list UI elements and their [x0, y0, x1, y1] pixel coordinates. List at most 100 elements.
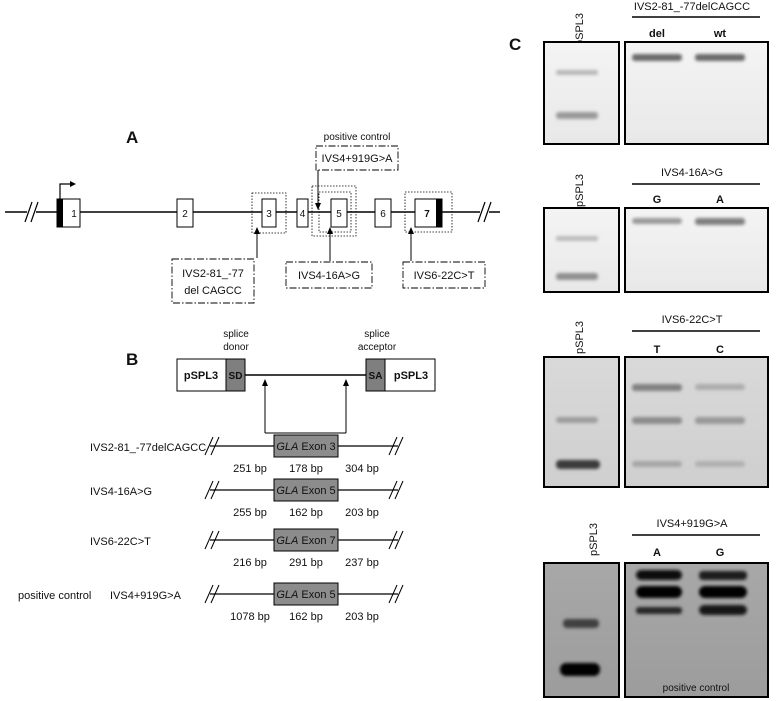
construct-label: IVS4+919G>A — [110, 590, 182, 602]
gel-band — [632, 54, 682, 61]
gel-pspl3-lane-label: pSPL3 — [574, 13, 586, 46]
left-intron-bp: 255 bp — [233, 507, 267, 519]
gel-lane-label: wt — [713, 28, 727, 40]
gel-band — [556, 112, 598, 119]
positive-control-label: positive control — [324, 132, 391, 143]
gel-lane-label: G — [653, 194, 662, 206]
construct-row-ivs2: IVS2-81_-77delCAGCC GLA Exon 3 251 bp 17… — [90, 434, 404, 475]
exon-insert-box — [273, 434, 339, 458]
ivs2-arrowhead-icon — [254, 227, 260, 234]
exon-insert-label: GLA Exon 3 — [276, 441, 335, 453]
gel-band — [636, 570, 682, 580]
gel-ladder-panel — [543, 562, 620, 698]
construct-row-ivs6: IVS6-22C>T GLA Exon 7 216 bp 291 bp 237 … — [90, 528, 404, 569]
panel-b-letter: B — [126, 350, 138, 369]
ivs6-arrowhead-icon — [408, 227, 414, 234]
gel-band — [632, 218, 682, 224]
gel-band — [695, 384, 745, 390]
splice-donor-line2: donor — [223, 342, 249, 353]
gel-title: IVS2-81_-77delCAGCC — [634, 1, 750, 13]
positive-control-variant: IVS4+919G>A — [322, 153, 394, 165]
utr-5prime — [57, 199, 63, 227]
exon-3 — [261, 198, 277, 228]
insert-arrowhead-left-icon — [262, 379, 268, 386]
break-mark-left — [24, 200, 39, 224]
splice-donor-line1: splice — [223, 329, 249, 340]
ivs2-variant-line1: IVS2-81_-77 — [182, 268, 244, 280]
gel-band — [632, 417, 682, 424]
ivs6-variant-label: IVS6-22C>T — [414, 270, 475, 282]
exon-4 — [296, 198, 309, 228]
splice-acceptor-line1: splice — [364, 329, 390, 340]
exon-bp: 178 bp — [289, 463, 323, 475]
gel-title: IVS4+919G>A — [657, 518, 729, 530]
exon-bp: 291 bp — [289, 557, 323, 569]
exon-3-label: 3 — [266, 209, 272, 220]
sa-label: SA — [369, 371, 383, 382]
construct-label: IVS2-81_-77delCAGCC — [90, 442, 206, 454]
gel-band — [636, 607, 682, 614]
gel-lane-label: C — [716, 344, 724, 356]
gel-band — [695, 417, 745, 424]
vector-left-label: pSPL3 — [184, 370, 218, 382]
insert-arrowhead-right-icon — [343, 379, 349, 386]
panel-c: C pSPL3 IVS2-81_-77delCAGCC del wt pSPL3… — [509, 1, 769, 698]
gel-lane-label: A — [716, 194, 724, 206]
exon-6-label: 6 — [380, 209, 386, 220]
ivs4-arrowhead-icon — [327, 227, 333, 234]
right-intron-bp: 203 bp — [345, 611, 379, 623]
exon-7-cloned-region — [404, 191, 453, 233]
gel-title: IVS4-16A>G — [661, 167, 723, 179]
ivs6-variant-box — [402, 261, 486, 289]
ivs4-variant-box — [285, 261, 373, 289]
panel-c-letter: C — [509, 35, 521, 54]
gel-band — [699, 571, 747, 580]
exon-insert-label: GLA Exon 5 — [276, 485, 335, 497]
tss-arrow-icon — [59, 183, 72, 199]
construct-row-positive-control: positive control IVS4+919G>A GLA Exon 5 … — [18, 582, 404, 623]
gel-pspl3-lane-label: pSPL3 — [574, 321, 586, 354]
gel-ivs6: pSPL3 IVS6-22C>T T C — [543, 314, 769, 488]
sd-label: SD — [229, 371, 243, 382]
gel-ivs4-919: pSPL3 IVS4+919G>A A G positive control — [543, 518, 769, 698]
exon-2-label: 2 — [182, 209, 188, 220]
exon-1-label: 1 — [71, 209, 77, 220]
positive-control-box — [315, 145, 399, 171]
gel-band — [632, 384, 682, 391]
exon-2 — [176, 198, 194, 228]
exon-3-cloned-region — [251, 192, 287, 234]
exon-5 — [330, 198, 348, 228]
right-intron-bp: 304 bp — [345, 463, 379, 475]
construct-label: IVS6-22C>T — [90, 536, 151, 548]
construct-row-ivs4: IVS4-16A>G GLA Exon 5 255 bp 162 bp 203 … — [90, 478, 404, 519]
gel-footer-label: positive control — [663, 683, 730, 694]
gel-band — [636, 586, 682, 598]
gel-pspl3-lane-label: pSPL3 — [574, 174, 586, 207]
gel-ladder-panel — [543, 41, 620, 145]
gel-band — [556, 273, 598, 280]
left-intron-bp: 216 bp — [233, 557, 267, 569]
ivs2-variant-line2: del CAGCC — [184, 285, 242, 297]
gel-lane-label: del — [649, 28, 665, 40]
gel-band — [695, 461, 745, 467]
positive-control-arrowhead-icon — [315, 203, 321, 210]
gel-ivs4: pSPL3 IVS4-16A>G G A — [543, 167, 769, 293]
exon-bp: 162 bp — [289, 611, 323, 623]
gel-band — [556, 417, 598, 423]
gel-title: IVS6-22C>T — [662, 314, 723, 326]
positive-control-prefix: positive control — [18, 590, 91, 602]
splice-acceptor-box — [365, 358, 386, 392]
panel-b: B splice donor splice acceptor pSPL3 SD … — [18, 329, 436, 623]
tss-arrowhead-icon — [70, 181, 76, 187]
exon-insert-label: GLA Exon 5 — [276, 589, 335, 601]
gel-lane-label: G — [716, 547, 725, 559]
vector-right-label: pSPL3 — [394, 370, 428, 382]
exon-insert-box — [273, 582, 339, 606]
exon-5-cloned-region-inner — [318, 191, 352, 233]
exon-insert-box — [273, 528, 339, 552]
construct-label: IVS4-16A>G — [90, 486, 152, 498]
gel-band — [556, 236, 598, 241]
exon-6 — [374, 198, 392, 228]
gel-band — [699, 586, 747, 598]
